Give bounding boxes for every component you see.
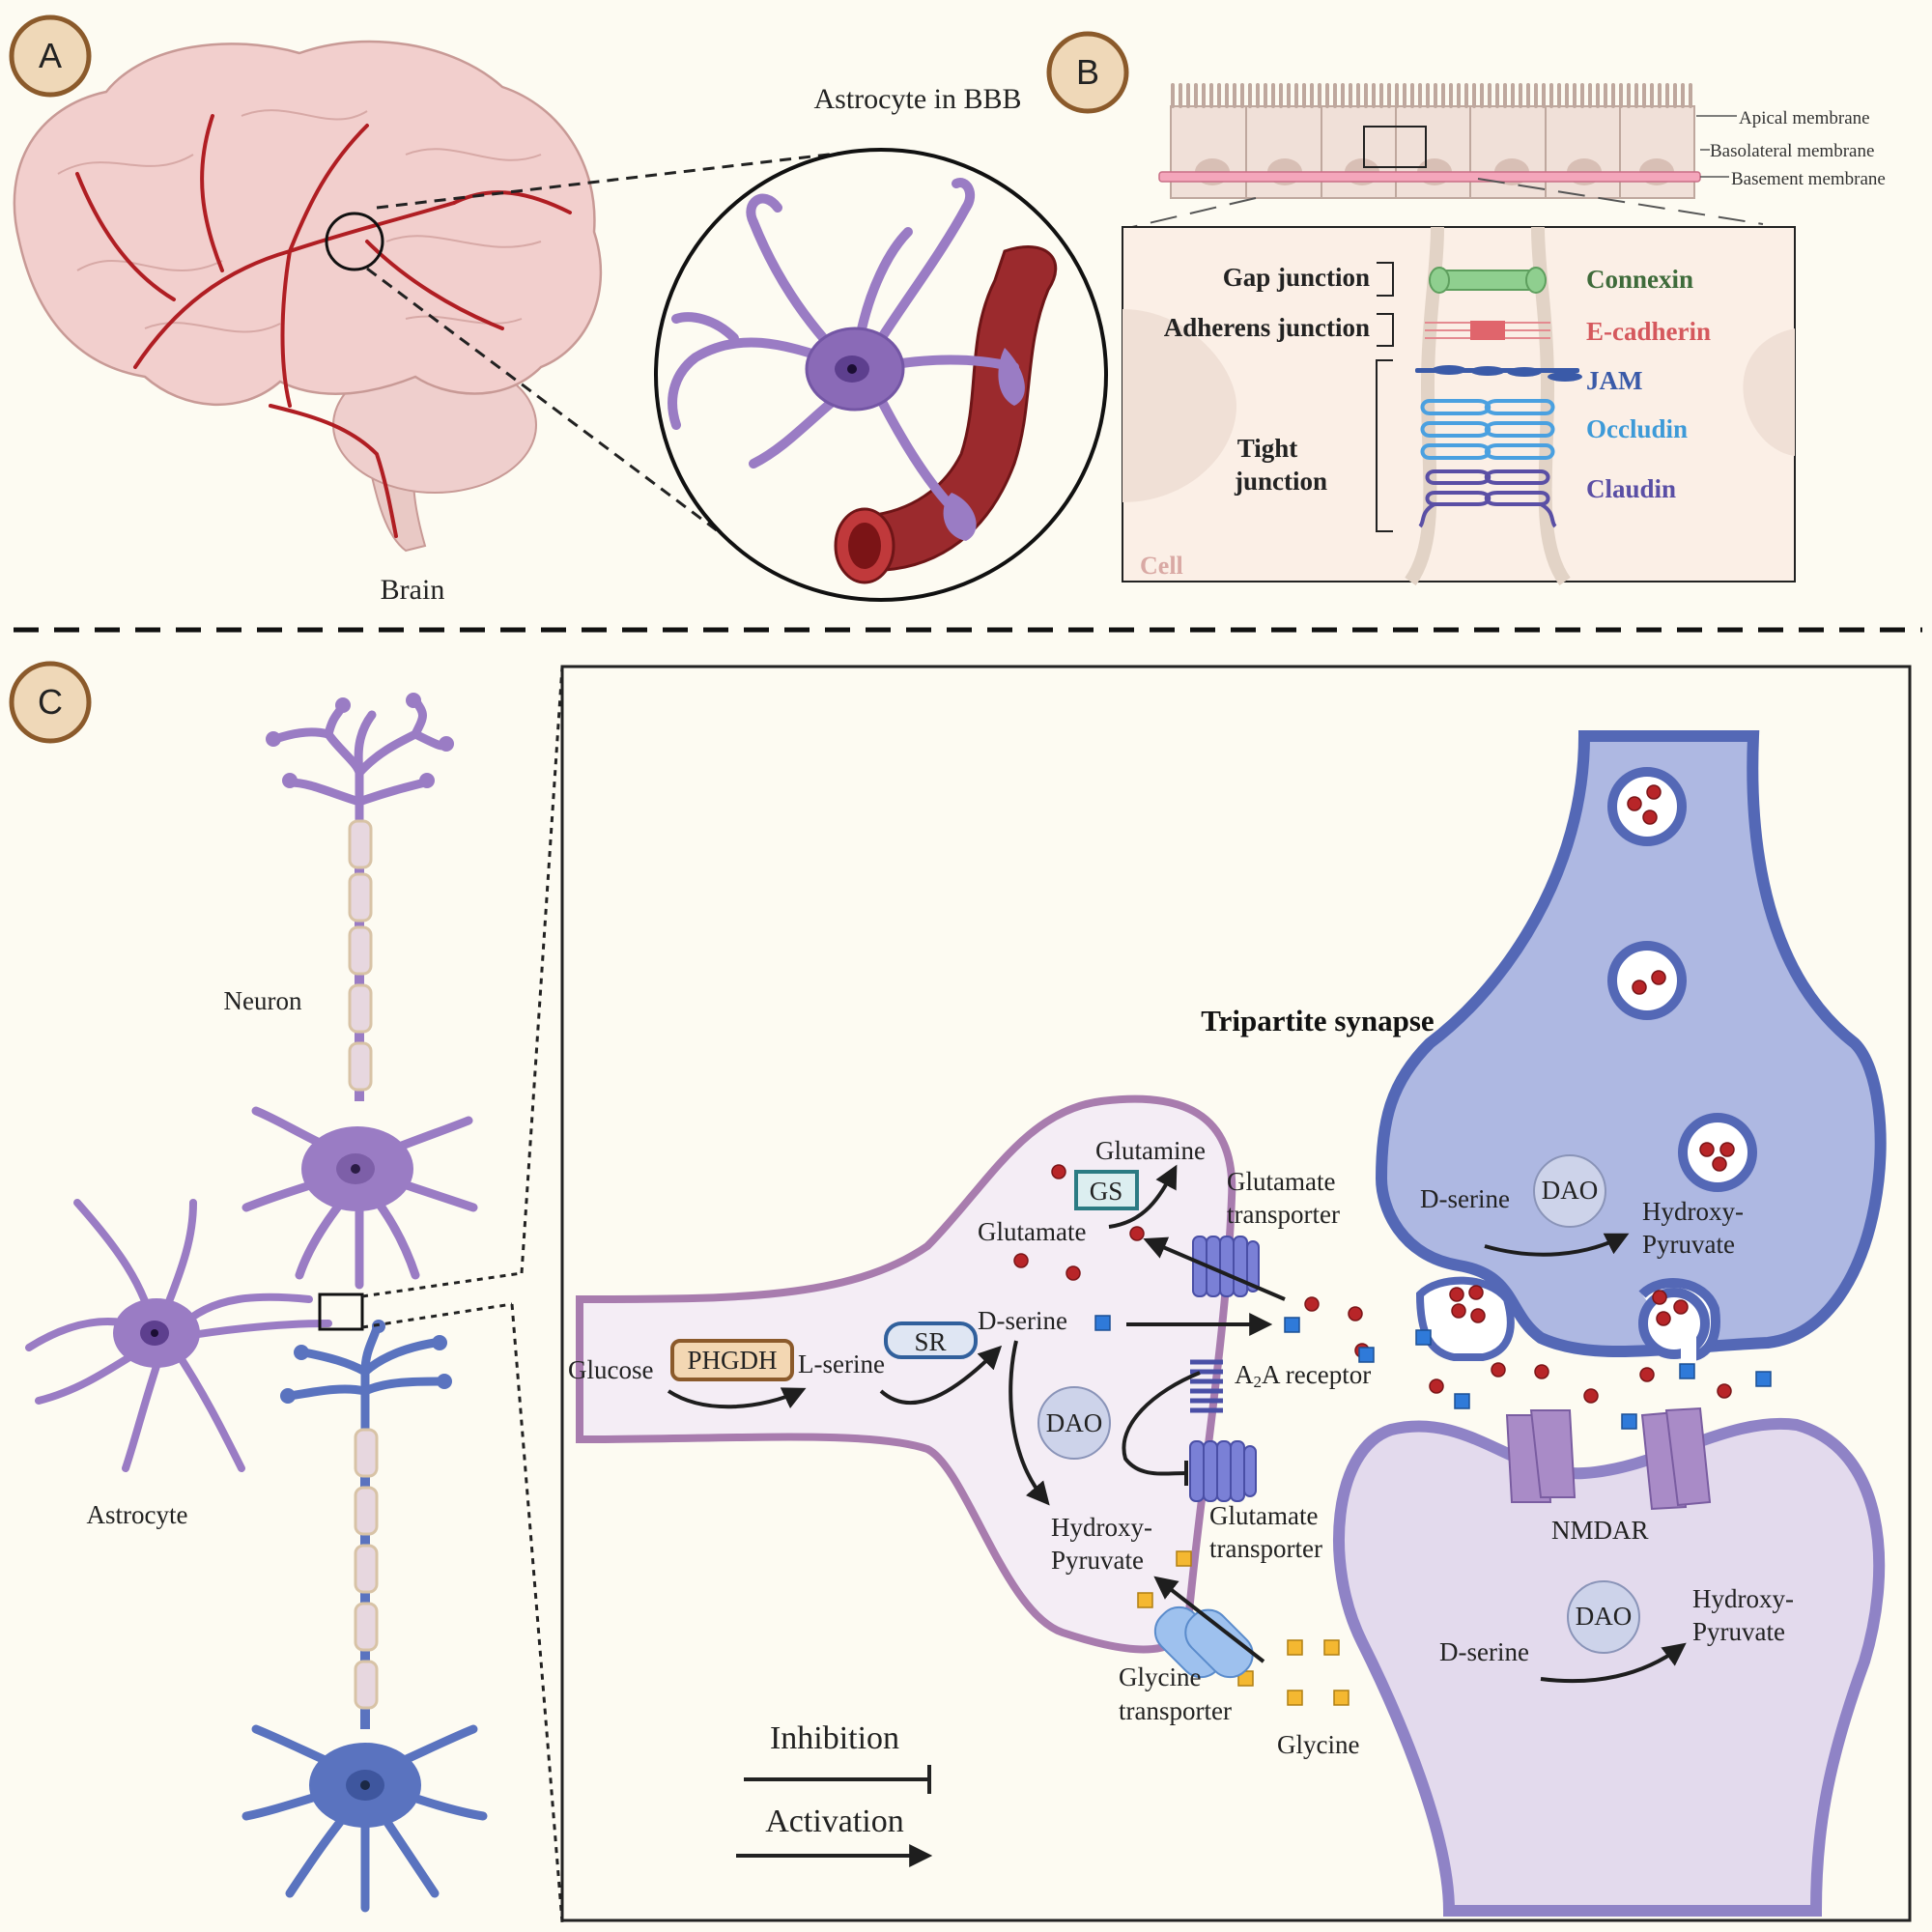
astrocyte-bbb-title: Astrocyte in BBB	[814, 83, 1022, 115]
epithelial-cells	[1158, 83, 1701, 199]
claudin-label: Claudin	[1586, 474, 1676, 503]
inhibition-curve	[1122, 1371, 1201, 1476]
panel-b-badge	[1046, 31, 1129, 114]
zoom-line-top	[376, 148, 870, 210]
claudin-shape	[1418, 469, 1557, 528]
a2a-receptor	[1190, 1359, 1223, 1413]
pathway-arrows	[667, 1164, 1687, 1684]
panel-c: C	[9, 661, 1912, 1923]
glucose-label: Glucose	[568, 1355, 653, 1384]
astrocyte-process	[576, 1094, 1236, 1654]
panel-c-letter: C	[38, 682, 63, 722]
occludin-label: Occludin	[1586, 414, 1688, 443]
zoom-box	[1363, 126, 1427, 168]
nmdar-label: NMDAR	[1551, 1516, 1649, 1545]
glycine-molecules	[1137, 1550, 1350, 1706]
hydroxypyruvate-label-post-2: Pyruvate	[1692, 1617, 1785, 1646]
jam-label: JAM	[1586, 366, 1642, 395]
synapse-zoom-box	[318, 1293, 364, 1331]
glycine-transporter-label-1: Glycine	[1119, 1662, 1201, 1691]
svg-text:DAO: DAO	[1576, 1602, 1633, 1631]
svg-text:SR: SR	[914, 1327, 946, 1356]
glycine-transporter	[1153, 1605, 1254, 1679]
presynaptic-terminal	[1375, 730, 1887, 1358]
glutamate-label: Glutamate	[978, 1217, 1086, 1246]
jam-shape	[1415, 365, 1582, 382]
glutamine-label: Glutamine	[1095, 1136, 1206, 1165]
tight-junction-label-2: junction	[1234, 467, 1327, 496]
dao-pre: DAO	[1533, 1154, 1606, 1228]
basolateral-membrane-label: Basolateral membrane	[1710, 141, 1874, 161]
dserine-label-astro: D-serine	[978, 1306, 1067, 1335]
panel-c-badge	[9, 661, 92, 744]
adherens-junction-label: Adherens junction	[1164, 313, 1370, 342]
legend-activation-label: Activation	[765, 1804, 904, 1839]
glutamate-transporter-label-1a: Glutamate	[1227, 1167, 1335, 1196]
zoom-circle	[325, 212, 384, 271]
zoom-line-bottom	[366, 267, 725, 538]
tripartite-title: Tripartite synapse	[1201, 1004, 1434, 1037]
hydroxypyruvate-label-pre-2: Pyruvate	[1642, 1230, 1735, 1259]
hydroxypyruvate-label-astro-2: Pyruvate	[1051, 1546, 1144, 1575]
neuron-label: Neuron	[224, 986, 302, 1015]
neuron-blue-illustration	[242, 1320, 488, 1913]
glutamate-transporter-label-2b: transporter	[1209, 1534, 1322, 1563]
glutamate-transporter-label-2a: Glutamate	[1209, 1501, 1318, 1530]
dserine-molecules	[1094, 1315, 1772, 1430]
tight-junction-label-1: Tight	[1237, 434, 1298, 463]
hydroxypyruvate-label-pre-1: Hydroxy-	[1642, 1197, 1744, 1226]
astrocyte-illustration	[25, 1199, 332, 1472]
dao-post: DAO	[1567, 1580, 1640, 1654]
panel-a: A	[9, 14, 1108, 606]
nmdar-receptors	[1505, 1406, 1712, 1511]
a2a-receptor-label: A2A receptor	[1235, 1360, 1371, 1391]
synaptic-vesicles	[1415, 767, 1757, 1362]
basement-membrane-band	[1158, 171, 1701, 183]
dserine-label-pre: D-serine	[1420, 1184, 1510, 1213]
cell-label: Cell	[1140, 552, 1183, 580]
glycine-label: Glycine	[1277, 1730, 1359, 1759]
apical-membrane-label: Apical membrane	[1739, 108, 1870, 128]
glutamate-transporter-2	[1189, 1440, 1257, 1502]
hydroxypyruvate-label-post-1: Hydroxy-	[1692, 1584, 1794, 1613]
svg-text:PHGDH: PHGDH	[687, 1346, 777, 1375]
svg-text:DAO: DAO	[1542, 1176, 1599, 1205]
postsynaptic-terminal	[1333, 1417, 1886, 1917]
occludin-shape	[1420, 399, 1555, 460]
panel-b-letter: B	[1076, 52, 1099, 92]
dserine-label-post: D-serine	[1439, 1637, 1529, 1666]
glutamate-transporter-1	[1192, 1236, 1260, 1297]
ecadherin-shape	[1425, 321, 1550, 340]
glutamate-transporter-label-1b: transporter	[1227, 1200, 1340, 1229]
gap-junction-label: Gap junction	[1223, 263, 1370, 292]
hydroxypyruvate-label-astro-1: Hydroxy-	[1051, 1513, 1152, 1542]
panel-a-badge	[9, 14, 92, 98]
junction-detail-box: Gap junction Adherens junction Tight jun…	[1122, 226, 1796, 586]
blood-vessel	[848, 245, 1058, 572]
sr-box: SR	[884, 1321, 978, 1359]
brain-illustration	[13, 40, 603, 553]
panel-b: B Apical membrane Basolateral memb	[1046, 31, 1886, 586]
astrocyte-bbb-circle	[654, 148, 1108, 602]
svg-text:GS: GS	[1090, 1177, 1123, 1206]
legend-inhibition-label: Inhibition	[770, 1720, 899, 1756]
svg-text:DAO: DAO	[1046, 1408, 1103, 1437]
brain-label: Brain	[381, 574, 445, 606]
glycine-transporter-label-2: transporter	[1119, 1696, 1232, 1725]
astrocyte-label: Astrocyte	[87, 1500, 188, 1529]
ecadherin-label: E-cadherin	[1586, 317, 1711, 346]
legend: Inhibition Activation	[736, 1720, 933, 1867]
neuron-illustration	[242, 693, 478, 1290]
gs-box: GS	[1074, 1170, 1139, 1210]
connexin-shape	[1429, 267, 1547, 294]
panel-a-letter: A	[39, 36, 62, 75]
microvilli	[1171, 83, 1692, 108]
dao-astro: DAO	[1037, 1386, 1111, 1460]
cerebrum	[13, 40, 603, 407]
connexin-label: Connexin	[1586, 265, 1693, 294]
phgdh-box: PHGDH	[670, 1339, 794, 1381]
lserine-label: L-serine	[798, 1350, 885, 1378]
basement-membrane-label: Basement membrane	[1731, 169, 1886, 189]
